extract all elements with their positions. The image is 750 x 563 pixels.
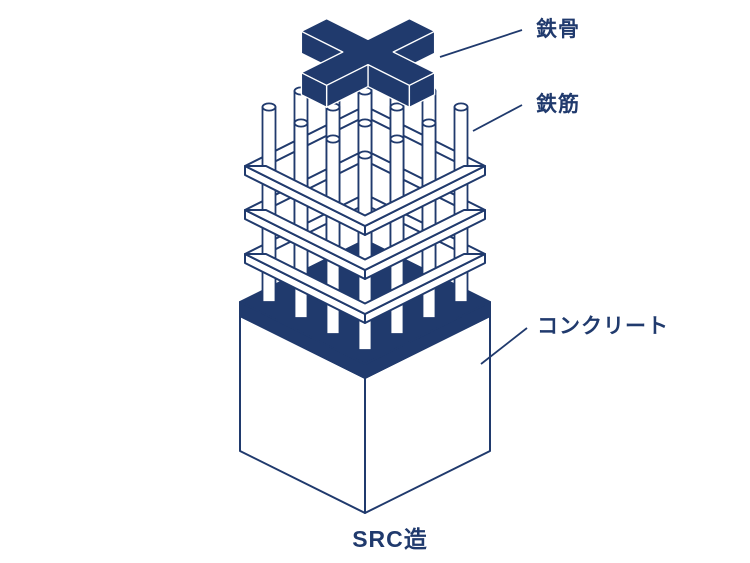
rebar-rod-top [389, 134, 405, 144]
label-concrete: コンクリート [537, 315, 669, 338]
rebar-rod-top [325, 134, 341, 144]
hoop-band-front [244, 209, 486, 271]
rebar-rod-top [453, 102, 469, 112]
rebar-rod-top [261, 102, 277, 112]
leader-line-steel-frame [439, 29, 523, 58]
rebar-rod-top [357, 118, 373, 128]
hoop-band-front [244, 253, 486, 315]
hoop-band-front [244, 165, 486, 227]
rebar-rod-top [389, 102, 405, 112]
caption-src-construction: SRC造 [352, 526, 428, 552]
label-rebar: 鉄筋 [536, 93, 580, 116]
steel-frame-top-face [300, 18, 436, 86]
rebar-rod-top [357, 150, 373, 160]
rebar-rod-top [293, 118, 309, 128]
rebar-rod-top [421, 118, 437, 128]
leader-line-rebar [472, 104, 523, 132]
leader-line-concrete [480, 327, 528, 365]
label-steel-frame: 鉄骨 [536, 18, 580, 41]
